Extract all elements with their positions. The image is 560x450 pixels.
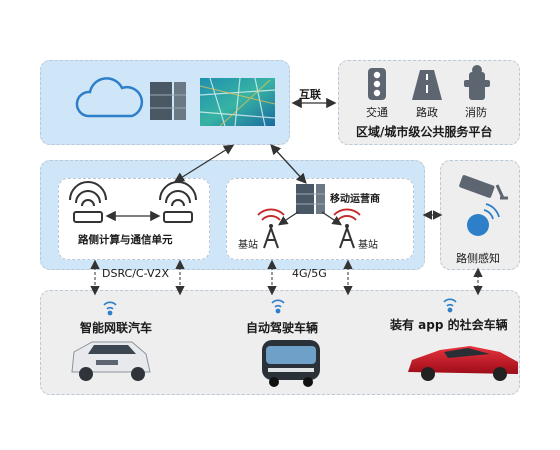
vehicle-label-connected: 智能网联汽车 xyxy=(80,321,153,335)
base-station-icon-left xyxy=(257,208,285,249)
cellular-4g5g-label: 4G/5G xyxy=(292,267,327,280)
service-label-road-admin: 路政 xyxy=(416,106,438,119)
connected-suv-image xyxy=(71,341,151,381)
traffic-light-icon xyxy=(368,68,386,100)
city-map-image xyxy=(199,77,276,127)
dsrc-v2x-label: DSRC/C-V2X xyxy=(102,267,169,280)
radar-sensor-icon xyxy=(467,203,500,236)
surveillance-camera-icon xyxy=(459,175,508,200)
cloud-icon xyxy=(75,77,144,118)
interconnect-label: 互联 xyxy=(299,88,321,101)
base-station-icon-right xyxy=(333,208,361,249)
road-icon xyxy=(412,70,442,100)
operator-to-cloud-arrow xyxy=(270,144,307,184)
server-rack-icon xyxy=(150,82,186,120)
service-label-traffic: 交通 xyxy=(366,106,388,119)
operator-server-icon xyxy=(296,184,325,214)
service-label-fire: 消防 xyxy=(465,106,487,119)
server-to-bs-left xyxy=(278,211,299,226)
roadside-unit-icon-right xyxy=(159,181,197,223)
vehicle-label-autonomous: 自动驾驶车辆 xyxy=(246,321,319,335)
red-sedan-image xyxy=(408,346,518,381)
roadside-unit-icon-left xyxy=(69,181,107,223)
public-service-platform-title: 区域/城市级公共服务平台 xyxy=(356,125,493,139)
vehicle-connectivity-icon-1 xyxy=(103,301,117,316)
roadside-sensing-title: 路侧感知 xyxy=(456,252,500,265)
vehicle-label-app-equipped: 装有 app 的社会车辆 xyxy=(390,318,508,332)
autonomous-shuttle-image xyxy=(262,340,320,387)
vehicle-connectivity-icon-2 xyxy=(271,299,285,314)
operator-title: 移动运营商 xyxy=(330,194,380,205)
edge-to-cloud-arrow xyxy=(173,144,235,183)
fire-hydrant-icon xyxy=(464,65,490,100)
base-station-label-right: 基站 xyxy=(358,240,378,251)
server-to-bs-right xyxy=(321,211,342,226)
roadside-unit-title: 路侧计算与通信单元 xyxy=(78,234,173,246)
vertical-dashed-links xyxy=(90,259,483,296)
base-station-label-left: 基站 xyxy=(238,240,258,251)
vehicle-connectivity-icon-3 xyxy=(443,298,457,313)
